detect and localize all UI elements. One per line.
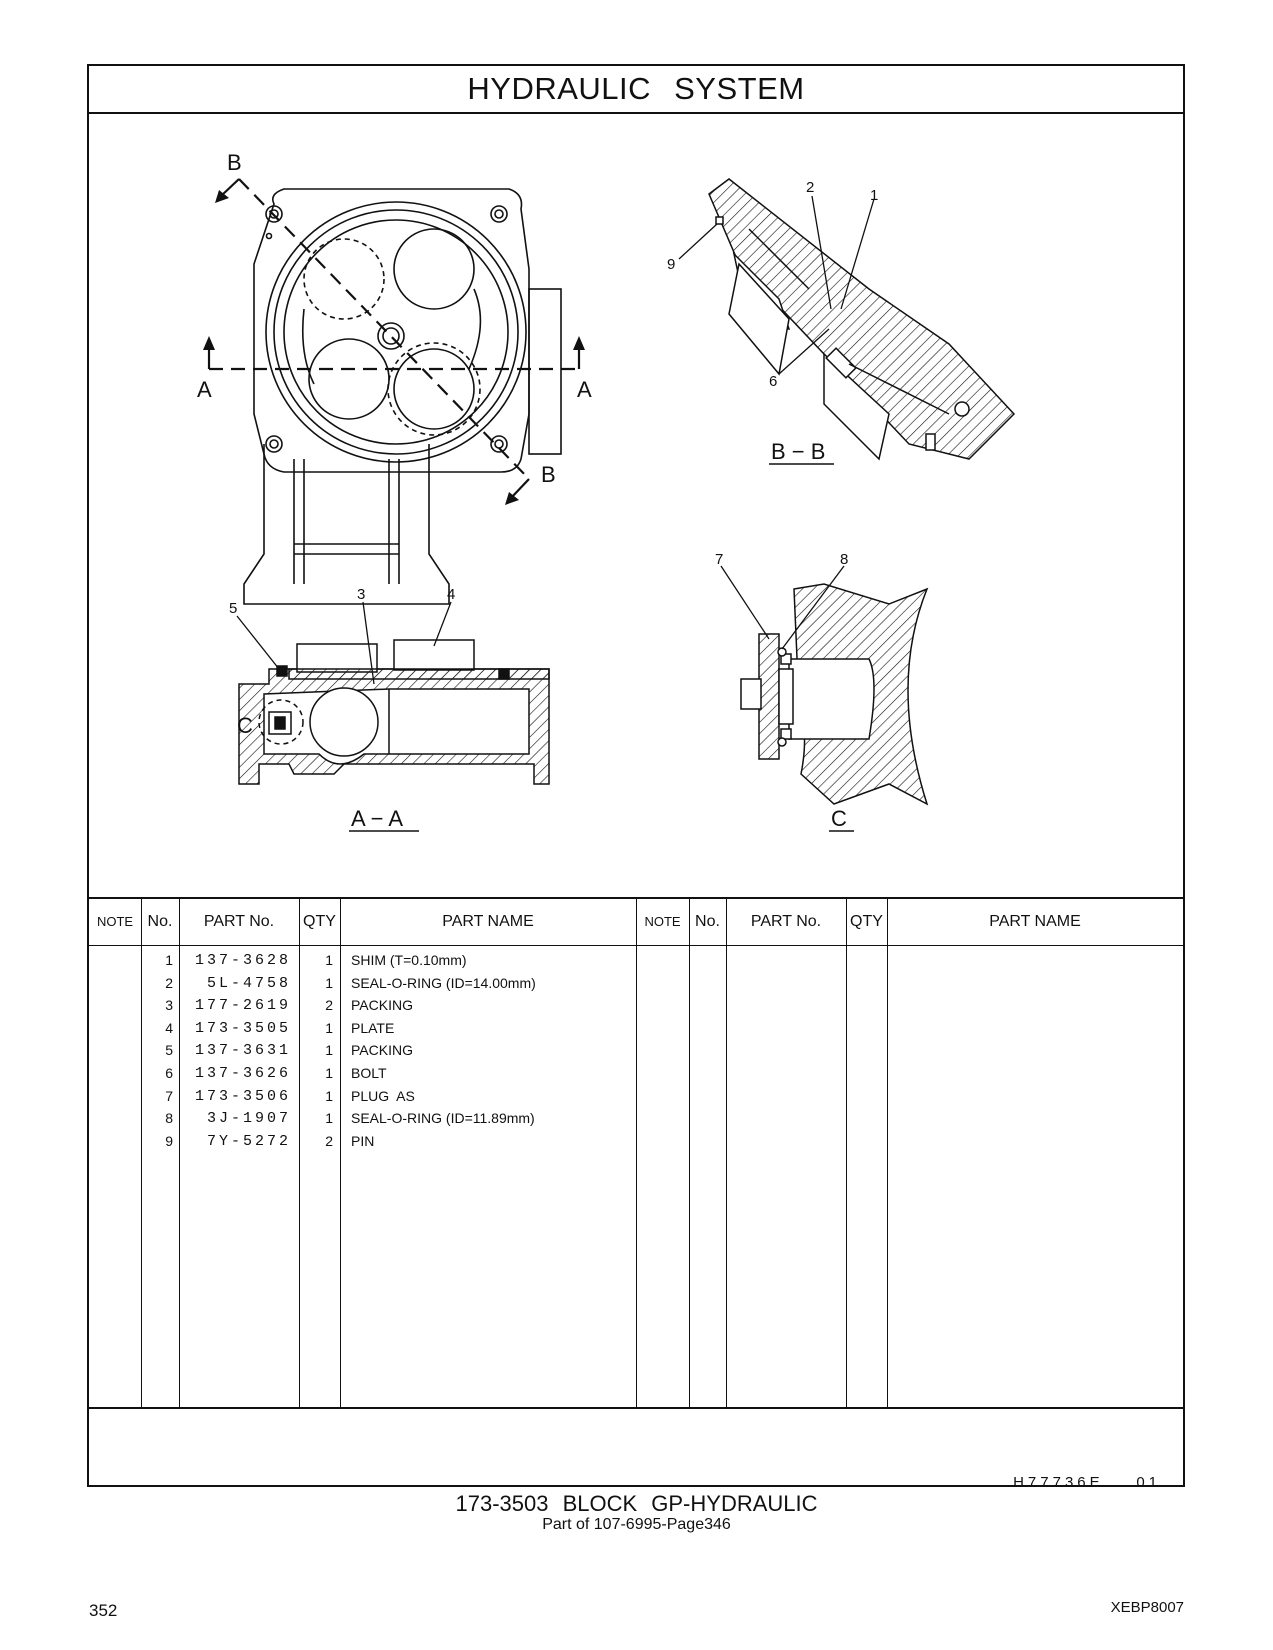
header-part-no-right: PART No.: [750, 913, 822, 930]
section-marker-b-top: B: [227, 150, 242, 175]
callout-3: 3: [357, 586, 365, 603]
row-part-name: SEAL-O-RING (ID=11.89mm): [351, 1110, 535, 1127]
callout-6: 6: [769, 373, 777, 390]
callout-1: 1: [870, 187, 878, 204]
row-part-number: 177-2619: [194, 997, 291, 1015]
row-quantity: 1: [325, 1042, 333, 1059]
section-lines: [207, 178, 581, 499]
row-part-number: 137-3626: [194, 1065, 291, 1082]
view-title-aa: A − A: [351, 806, 403, 831]
row-quantity: 1: [325, 1065, 333, 1081]
row-number: 9: [165, 1132, 173, 1149]
row-number: 4: [165, 1019, 173, 1036]
top-view: [243, 188, 562, 605]
row-quantity: 1: [325, 952, 333, 968]
row-part-number: 3J-1907: [206, 1110, 291, 1128]
header-part-name-left: PART NAME: [442, 913, 534, 930]
row-part-name: SHIM (T=0.10mm): [351, 952, 467, 968]
header-no-left: No.: [147, 913, 173, 930]
row-part-name: SEAL-O-RING (ID=14.00mm): [351, 974, 536, 991]
row-quantity: 1: [325, 1019, 333, 1036]
row-number: 7: [165, 1087, 173, 1104]
parts-page-frame: HYDRAULIC SYSTEM: [87, 64, 1185, 1491]
parts-table: NOTE No. PART No. QTY PART NAME NOTE No.…: [89, 897, 1183, 1409]
c-leaders: [720, 565, 845, 650]
row-part-number: 173-3505: [194, 1019, 291, 1037]
row-number: 5: [165, 1042, 173, 1059]
row-part-name: PACKING: [351, 997, 413, 1014]
technical-drawing: B B A A 2: [89, 114, 1183, 899]
row-part-number: 5L-4758: [206, 974, 291, 992]
row-part-name: PLUG AS: [351, 1087, 415, 1104]
section-aa-view: [238, 639, 550, 785]
row-quantity: 1: [325, 974, 333, 991]
view-title-bb: B − B: [771, 439, 825, 464]
caption-title: 173-3503 BLOCK GP-HYDRAULIC: [455, 1491, 818, 1516]
header-qty-left: QTY: [303, 913, 336, 930]
callout-8: 8: [840, 551, 848, 568]
row-number: 6: [165, 1065, 173, 1081]
row-part-name: PACKING: [351, 1042, 413, 1059]
drawing-svg: B B A A 2: [197, 150, 1016, 832]
row-number: 1: [165, 952, 173, 968]
row-quantity: 1: [325, 1110, 333, 1127]
row-quantity: 1: [325, 1087, 333, 1104]
row-part-number: 137-3628: [194, 952, 291, 969]
row-part-number: 173-3506: [194, 1087, 291, 1105]
row-quantity: 2: [325, 1132, 333, 1149]
row-part-name: BOLT: [351, 1065, 387, 1081]
document-code: XEBP8007: [1110, 1599, 1184, 1616]
page-title: HYDRAULIC SYSTEM: [89, 66, 1183, 114]
bb-leaders: [678, 195, 875, 375]
row-number: 8: [165, 1110, 173, 1127]
section-arrowheads: [203, 190, 585, 505]
aa-leaders: [236, 601, 452, 685]
section-marker-a-right: A: [577, 377, 592, 402]
callout-4: 4: [447, 586, 455, 603]
detail-marker-c: C: [237, 713, 253, 738]
page-number: 352: [89, 1601, 118, 1620]
section-marker-a-left: A: [197, 377, 212, 402]
row-part-name: PLATE: [351, 1019, 395, 1036]
header-note-right: NOTE: [644, 914, 681, 929]
row-part-number: 7Y-5272: [206, 1132, 291, 1150]
section-marker-b-bottom: B: [541, 462, 556, 487]
header-part-no-left: PART No.: [203, 913, 275, 930]
caption-subtitle: Part of 107-6995-Page346: [542, 1516, 731, 1533]
row-number: 3: [165, 997, 173, 1014]
header-qty-right: QTY: [850, 913, 883, 930]
header-note-left: NOTE: [96, 914, 134, 929]
row-number: 2: [165, 974, 173, 991]
drawing-code: H77736E 01: [1013, 1474, 1161, 1491]
callout-2: 2: [806, 179, 814, 196]
view-title-c: C: [831, 806, 847, 831]
row-part-name: PIN: [351, 1132, 375, 1149]
callout-9: 9: [667, 256, 675, 273]
header-no-right: No.: [695, 913, 720, 930]
header-part-name-right: PART NAME: [989, 913, 1081, 930]
row-quantity: 2: [325, 997, 333, 1014]
section-bb-view: [708, 178, 1016, 461]
row-part-number: 137-3631: [194, 1042, 291, 1060]
callout-7: 7: [715, 551, 723, 568]
detail-c-view: [740, 583, 929, 806]
callout-5: 5: [229, 600, 237, 617]
